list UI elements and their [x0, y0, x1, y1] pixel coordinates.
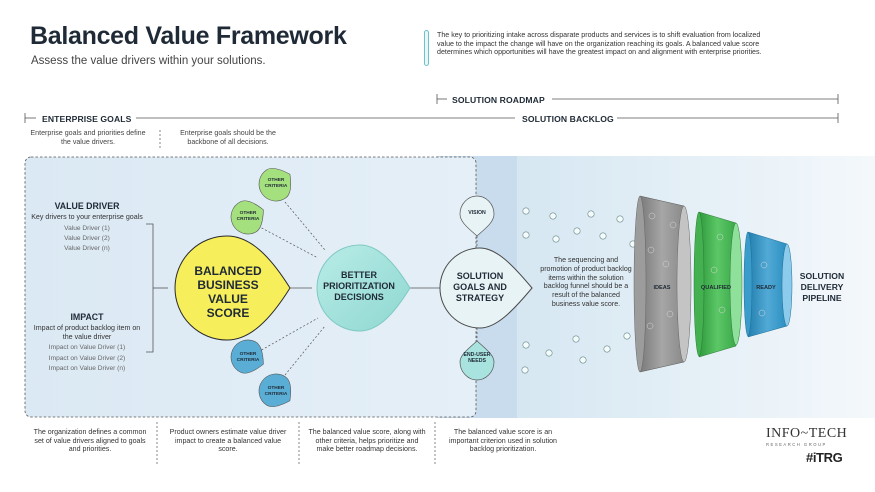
ready-label: READY — [756, 285, 776, 291]
impact-text: Impact of product backlog item on the va… — [33, 324, 141, 341]
goals-right-note: Enterprise goals should be the backbone … — [180, 129, 276, 146]
logo-name: INFO~TECH — [766, 426, 848, 441]
goals-left-note: Enterprise goals and priorities define t… — [30, 129, 146, 146]
enterprise-goals-header: ENTERPRISE GOALS — [42, 114, 132, 124]
solution-delivery-pipeline-label: SOLUTION DELIVERY PIPELINE — [799, 271, 845, 303]
other-criteria-blue-2-shape — [258, 373, 291, 407]
value-driver-item: Value Driver (1) — [64, 224, 110, 232]
page-subtitle: Assess the value drivers within your sol… — [31, 55, 266, 67]
itrg-hashtag: #iTRG — [806, 450, 843, 465]
ideas-label: IDEAS — [653, 285, 671, 291]
value-driver-item: Value Driver (2) — [64, 235, 110, 242]
funnel-note: The sequencing and promotion of product … — [540, 256, 632, 308]
other-criteria-label: OTHER CRITERIA — [264, 178, 288, 189]
other-criteria-green-2-shape — [230, 200, 264, 235]
page-title: Balanced Value Framework — [30, 22, 347, 50]
bpd-label: BETTER PRIORITIZATION DECISIONS — [323, 270, 395, 302]
value-driver-item: Value Driver (n) — [64, 245, 110, 253]
value-driver-title: VALUE DRIVER — [54, 201, 120, 211]
info-tech-logo: INFO~TECH RESEARCH GROUP — [766, 426, 854, 447]
vision-shape — [459, 195, 495, 237]
intro-accent-bar — [424, 30, 429, 66]
solution-backlog-header: SOLUTION BACKLOG — [522, 114, 614, 124]
other-criteria-blue-1-shape — [230, 339, 264, 374]
impact-title: IMPACT — [70, 312, 104, 322]
vision-label: VISION — [468, 210, 486, 216]
impact-block: IMPACT Impact of product backlog item on… — [28, 312, 146, 374]
value-driver-text: Key drivers to your enterprise goals — [31, 213, 143, 221]
intro-text: The key to prioritizing intake across di… — [437, 31, 762, 57]
footer-text-3: The balanced value score, along with oth… — [308, 428, 426, 454]
solution-roadmap-header: SOLUTION ROADMAP — [452, 95, 545, 105]
sgs-label: SOLUTION GOALS AND STRATEGY — [453, 271, 507, 303]
footer-text-1: The organization defines a common set of… — [33, 428, 147, 454]
impact-item: Impact on Value Driver (1) — [48, 344, 126, 352]
logo-subtitle: RESEARCH GROUP — [766, 442, 827, 447]
footer-text-4: The balanced value score is an important… — [448, 428, 558, 454]
other-criteria-label: OTHER CRITERIA — [236, 211, 260, 222]
other-criteria-label: OTHER CRITERIA — [264, 386, 288, 397]
impact-item: Impact on Value Driver (n) — [48, 365, 126, 372]
impact-item: Impact on Value Driver (2) — [48, 354, 126, 362]
end-user-shape — [459, 340, 495, 381]
bbvs-label: BALANCED BUSINESS VALUE SCORE — [194, 264, 262, 320]
end-user-needs-label: END-USER NEEDS — [463, 352, 491, 364]
qualified-label: QUALIFIED — [700, 285, 732, 291]
bpd-shape — [316, 244, 411, 332]
sgs-shape — [439, 247, 533, 329]
other-criteria-green-1-shape — [258, 168, 291, 202]
value-driver-block: VALUE DRIVER Key drivers to your enterpr… — [30, 201, 144, 255]
footer-text-2: Product owners estimate value driver imp… — [169, 428, 287, 454]
other-criteria-label: OTHER CRITERIA — [236, 352, 260, 363]
bbvs-shape — [174, 235, 291, 341]
